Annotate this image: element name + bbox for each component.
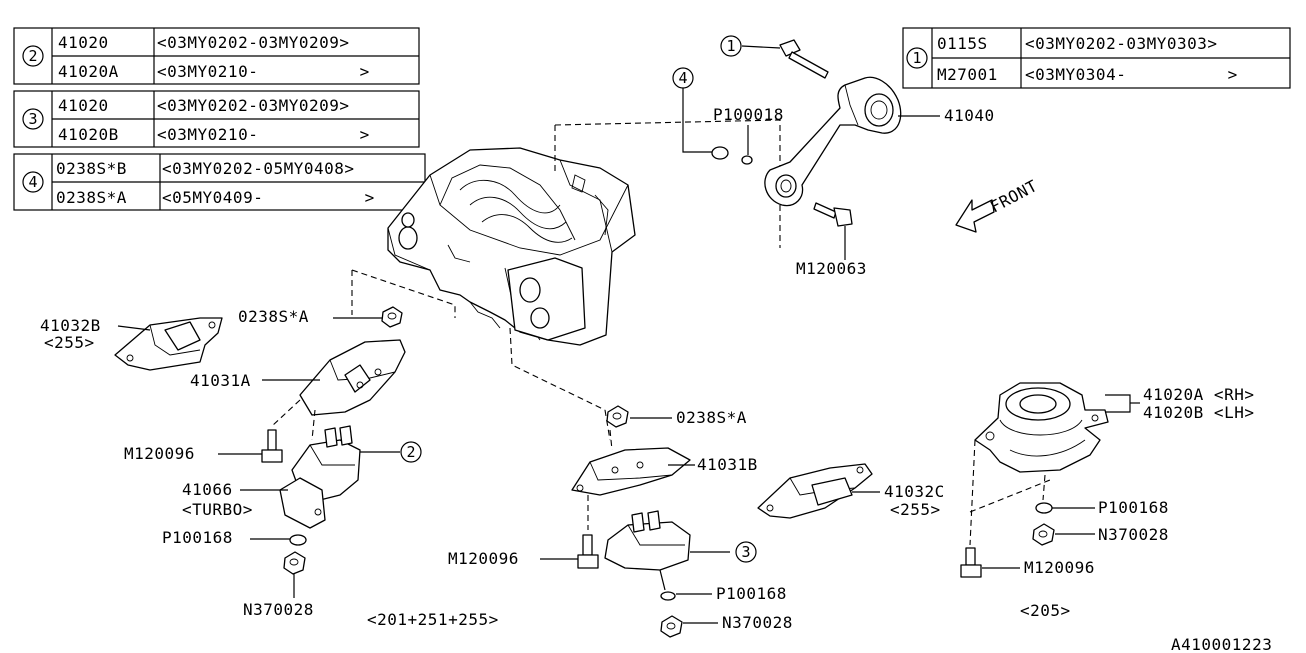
- engine-guide-lines: [351, 119, 781, 441]
- table-ref-2-part-1: 41020: [58, 33, 109, 52]
- damper-note-label: <TURBO>: [182, 500, 253, 519]
- nut-left-drawing: [283, 551, 306, 575]
- table-ref-4-part-1: 0238S*B: [56, 159, 127, 178]
- table-ref-1: 1 0115S <03MY0202-03MY0303> M27001 <03MY…: [902, 27, 1291, 89]
- pitching-bolt-label: M120063: [796, 259, 867, 278]
- bolt-mid-label: M120096: [448, 549, 519, 568]
- washer-ref-label: 4: [678, 69, 687, 87]
- table-ref-3-part-1: 41020: [58, 96, 109, 115]
- bracket-41032c-code-label: <255>: [890, 500, 941, 519]
- mount-left-ref-label: 2: [406, 443, 415, 461]
- pitching-stopper-label: 41040: [944, 106, 995, 125]
- table-ref-1-part-1: 0115S: [937, 34, 988, 53]
- table-ref-1-number: 1: [912, 49, 921, 67]
- front-label: FRONT: [987, 176, 1041, 217]
- table-ref-2-part-2: 41020A: [58, 62, 119, 81]
- nut-mid-bottom-drawing: [660, 615, 683, 638]
- table-ref-2-number: 2: [28, 47, 37, 65]
- table-ref-4: 4 0238S*B <03MY0202-05MY0408> 0238S*A <0…: [13, 153, 426, 211]
- table-ref-4-number: 4: [28, 173, 37, 191]
- diagram-id-label: A410001223: [1171, 635, 1272, 653]
- bracket-41032b-code-label: <255>: [44, 333, 95, 352]
- table-ref-1-part-2: M27001: [937, 65, 998, 84]
- table-ref-4-range-1: <03MY0202-05MY0408>: [162, 159, 355, 178]
- engine-block-drawing: [387, 147, 636, 346]
- codes-right-label: <205>: [1020, 601, 1071, 620]
- nut-mid-drawing: [606, 405, 629, 428]
- codes-left-label: <201+251+255>: [367, 610, 499, 629]
- washer-nut-drawing: [711, 146, 753, 165]
- table-ref-2: 2 41020 <03MY0202-03MY0209> 41020A <03MY…: [13, 27, 420, 85]
- engine-mount-mid-drawing: [604, 510, 691, 571]
- table-ref-3-number: 3: [28, 110, 37, 128]
- nut-top-left-drawing: [381, 306, 403, 328]
- table-ref-2-range-2: <03MY0210- >: [157, 62, 370, 81]
- table-ref-3-range-1: <03MY0202-03MY0209>: [157, 96, 350, 115]
- washer-mid-label: P100168: [716, 584, 787, 603]
- bolt-left-label: M120096: [124, 444, 195, 463]
- mount-mid-ref-label: 3: [741, 543, 750, 561]
- nut-right-label: N370028: [1098, 525, 1169, 544]
- bracket-41032b-drawing: [114, 317, 223, 371]
- bracket-41032b-part-label: 41032B: [40, 316, 101, 335]
- bolt-right-label: M120096: [1024, 558, 1095, 577]
- washer-right-label: P100168: [1098, 498, 1169, 517]
- table-ref-3: 3 41020 <03MY0202-03MY0209> 41020B <03MY…: [13, 90, 420, 148]
- nut-mid-bottom-label: N370028: [722, 613, 793, 632]
- rod-bolt-drawing: [779, 39, 829, 79]
- table-ref-3-range-2: <03MY0210- >: [157, 125, 370, 144]
- rod-bolt-ref-label: 1: [726, 37, 735, 55]
- mount-lh-label: 41020B <LH>: [1143, 403, 1254, 422]
- washer-left-label: P100168: [162, 528, 233, 547]
- bolt-mid-drawing: [577, 534, 599, 569]
- engine-mount-right-drawing: [974, 382, 1109, 473]
- table-ref-1-range-2: <03MY0304- >: [1025, 65, 1238, 84]
- bracket-41032c-part-label: 41032C: [884, 482, 945, 501]
- table-ref-1-range-1: <03MY0202-03MY0303>: [1025, 34, 1218, 53]
- bolt-right-drawing: [960, 547, 982, 578]
- pitching-bolt-drawing: [813, 202, 853, 227]
- nut-right-drawing: [1032, 523, 1055, 546]
- table-ref-4-range-2: <05MY0409- >: [162, 188, 375, 207]
- table-ref-4-part-2: 0238S*A: [56, 188, 127, 207]
- nut-mid-label: 0238S*A: [676, 408, 747, 427]
- bracket-41032c-drawing: [757, 463, 873, 519]
- nut-top-left-label: 0238S*A: [238, 307, 309, 326]
- mount-rh-label: 41020A <RH>: [1143, 385, 1254, 404]
- bracket-41031b-drawing: [571, 447, 691, 496]
- damper-drawing: [279, 477, 326, 529]
- pitching-washer-label: P100018: [713, 105, 784, 124]
- bolt-left-drawing: [261, 429, 283, 463]
- nut-left-label: N370028: [243, 600, 314, 619]
- front-arrow-icon: [955, 199, 995, 233]
- table-ref-3-part-2: 41020B: [58, 125, 119, 144]
- pitching-stopper-drawing: [764, 76, 902, 207]
- table-ref-2-range-1: <03MY0202-03MY0209>: [157, 33, 350, 52]
- bracket-41031b-label: 41031B: [697, 455, 758, 474]
- bracket-41031a-label: 41031A: [190, 371, 251, 390]
- damper-label: 41066: [182, 480, 233, 499]
- bracket-41031a-drawing: [299, 339, 406, 416]
